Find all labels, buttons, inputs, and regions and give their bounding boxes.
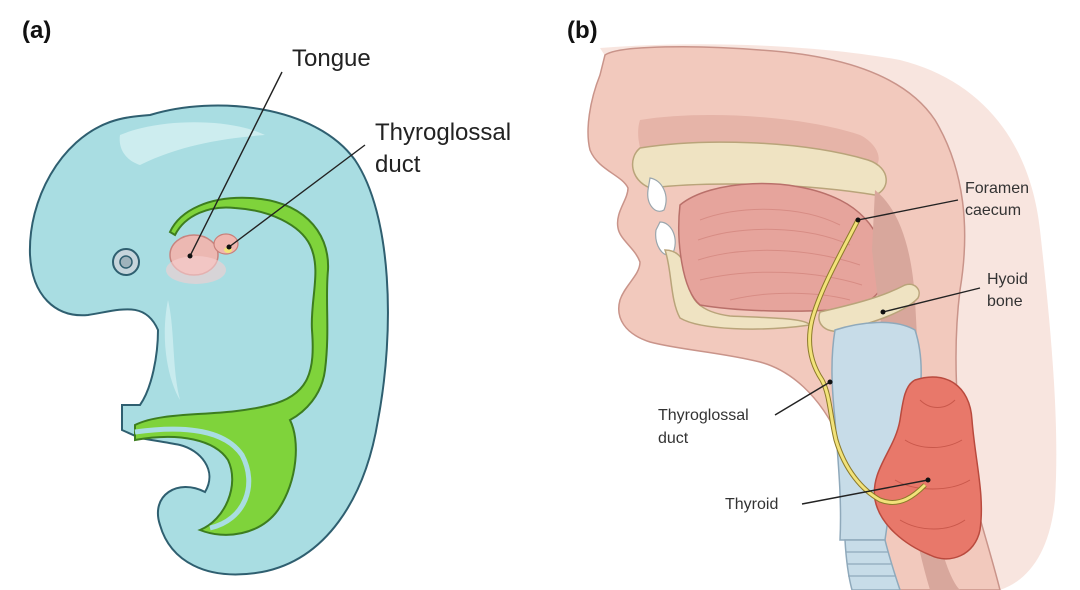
leader-dot-foramen [855, 217, 861, 223]
label-hyoid-line2: bone [987, 293, 1023, 310]
panel-a-label: (a) [22, 17, 51, 44]
gut-lumen-upper [298, 264, 308, 376]
gut-lumen [134, 426, 252, 531]
leader-dot-duct-b [827, 379, 833, 385]
leader-dot-duct-a [226, 244, 232, 250]
panel-a: (a) Tongue Thyroglossal duct [22, 17, 511, 576]
leader-duct-b [774, 381, 831, 416]
trachea-rings [846, 551, 895, 577]
thyroglossal-duct-origin [213, 233, 239, 255]
embryo-highlight-lower [164, 300, 180, 400]
leader-tongue-a [189, 71, 283, 257]
embryo-body [28, 104, 389, 576]
tongue-fibers [697, 208, 863, 301]
panel-b: (b) [567, 17, 1057, 590]
label-duct-b-line2: duct [658, 430, 689, 447]
label-tongue-a: Tongue [292, 45, 371, 72]
leader-foramen [857, 199, 959, 221]
label-foramen-line2: caecum [965, 202, 1021, 219]
label-foramen-line1: Foramen [965, 180, 1029, 197]
thyroid-lobules [894, 399, 971, 530]
label-hyoid-line1: Hyoid [987, 271, 1028, 288]
embryo-highlight [119, 122, 265, 165]
label-thyroid: Thyroid [725, 496, 778, 513]
leader-dot-thyroid [925, 477, 931, 483]
embryo-eye-icon [112, 248, 140, 276]
leader-thyroid [801, 479, 929, 505]
label-duct-a-line1: Thyroglossal [375, 119, 511, 146]
leader-dot-hyoid [880, 309, 886, 315]
tongue-bud-glow [166, 256, 226, 284]
label-duct-a-line2: duct [375, 151, 421, 178]
leader-hyoid [882, 287, 981, 313]
thyroglossal-duct-path-fill [808, 219, 927, 504]
leader-duct-a [228, 144, 366, 248]
leader-dot-tongue-a [187, 253, 193, 259]
thyroid-gland [873, 376, 983, 560]
upper-teeth-icon [647, 177, 667, 212]
panel-b-label: (b) [567, 17, 598, 44]
gut-tube [134, 196, 330, 536]
label-duct-b-line1: Thyroglossal [658, 407, 749, 424]
